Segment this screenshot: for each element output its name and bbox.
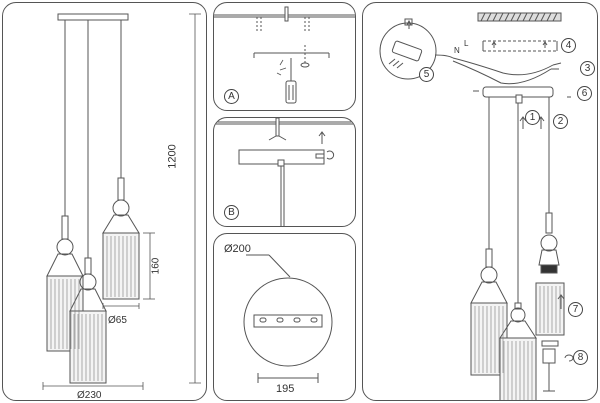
canopy-dimension-panel: Ø200 195 bbox=[213, 233, 356, 401]
canopy bbox=[57, 13, 129, 21]
step-3-badge: 3 bbox=[580, 61, 595, 76]
shade-height-label: 160 bbox=[150, 257, 162, 275]
canopy-plan-drawing bbox=[243, 254, 333, 383]
height-label: 1200 bbox=[166, 144, 179, 169]
mount-spacing-label: 195 bbox=[276, 383, 295, 395]
ceiling-drill-drawing bbox=[214, 6, 355, 104]
step-4-badge: 4 bbox=[561, 38, 576, 53]
step-6-badge: 6 bbox=[577, 86, 592, 101]
step-5-badge: 5 bbox=[419, 67, 434, 82]
spread-label: Ø230 bbox=[77, 390, 102, 401]
wire-neutral-label: N bbox=[454, 46, 460, 55]
shade-middle bbox=[69, 310, 107, 384]
step-b-badge: B bbox=[224, 205, 239, 220]
step-7-badge: 7 bbox=[568, 302, 583, 317]
assembly-drawing bbox=[379, 12, 574, 400]
step-b-panel: B bbox=[213, 117, 356, 227]
canopy-diameter-label: Ø200 bbox=[224, 243, 251, 255]
shade-diameter-label: Ø65 bbox=[108, 315, 127, 326]
step-a-panel: A bbox=[213, 2, 356, 111]
wire-live-label: L bbox=[464, 39, 469, 48]
assembly-panel: N L 1 2 3 4 5 6 7 8 bbox=[362, 2, 598, 401]
step-1-badge: 1 bbox=[525, 110, 540, 125]
dimensions-panel: 1200 160 Ø65 Ø230 bbox=[2, 2, 207, 401]
step-a-badge: A bbox=[224, 89, 239, 104]
step-8-badge: 8 bbox=[573, 350, 588, 365]
step-2-badge: 2 bbox=[553, 114, 568, 129]
shade-right bbox=[102, 232, 140, 300]
pendant-dimension-drawing bbox=[42, 13, 201, 390]
canopy-fix-drawing bbox=[214, 118, 355, 226]
